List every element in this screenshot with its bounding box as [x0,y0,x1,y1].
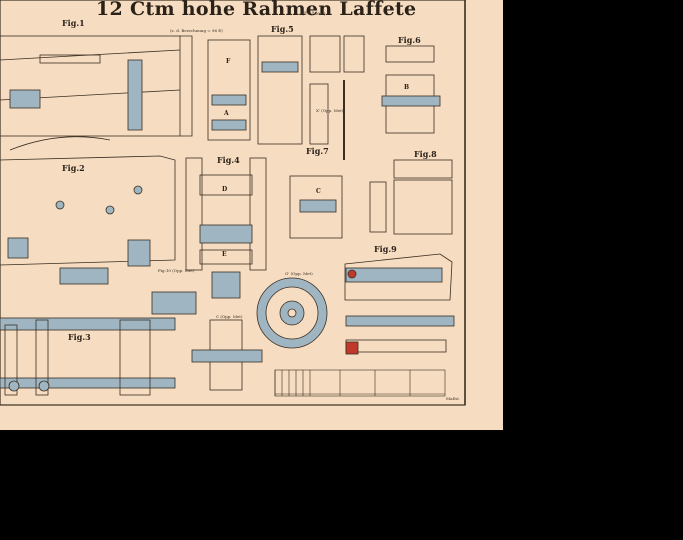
fig1-drawing [0,35,193,151]
technical-drawing-sheet: 12 Ctm hohe Rahmen Laffete (P.° Met.) Fi… [0,0,503,430]
fig-g-label: G' (Opp. Met) [285,271,313,276]
fig9-drawing [344,253,455,355]
part-letter-f: F [226,58,231,65]
part-letter-c: C [316,188,321,195]
scale-label: Maßst. [446,396,461,401]
part-letter-d: D [222,186,228,193]
fig-c-label: C (Opp. Met) [216,314,243,319]
drawing-lines [0,0,466,406]
fig1-note: (z. d. Berechnung = 96 E) [170,28,223,33]
fig5-label: Fig.5 [271,24,294,34]
scale-bar [274,369,446,397]
sheet-title: 12 Ctm hohe Rahmen Laffete [96,0,417,20]
fig1-label: Fig.1 [62,18,85,28]
fig10-label: Fig.10 (Opp. Met) [158,268,195,273]
fig-x-label: X' (Opp. Met) [316,108,344,113]
title-note: (P.° Met.) [302,11,326,17]
fig2-drawing [0,155,176,285]
fig3-label: Fig.3 [68,332,91,342]
fig5-drawing [207,35,365,160]
fig6-8-drawing [289,45,453,239]
part-letter-e: E [222,251,227,258]
part-letter-a: A [224,110,229,117]
part-letter-b: B [404,84,410,91]
fig6-label: Fig.6 [398,35,421,45]
fig7-label: Fig.7 [306,146,329,156]
fig9-label: Fig.9 [374,244,397,254]
fig3-drawing [0,317,176,396]
wheel-drawing [256,277,328,349]
fig2-label: Fig.2 [62,163,85,173]
fig8-label: Fig.8 [414,149,437,159]
fig4-label: Fig.4 [217,155,240,165]
fig4-drawing [151,157,267,315]
part-c-drawing [191,319,263,391]
